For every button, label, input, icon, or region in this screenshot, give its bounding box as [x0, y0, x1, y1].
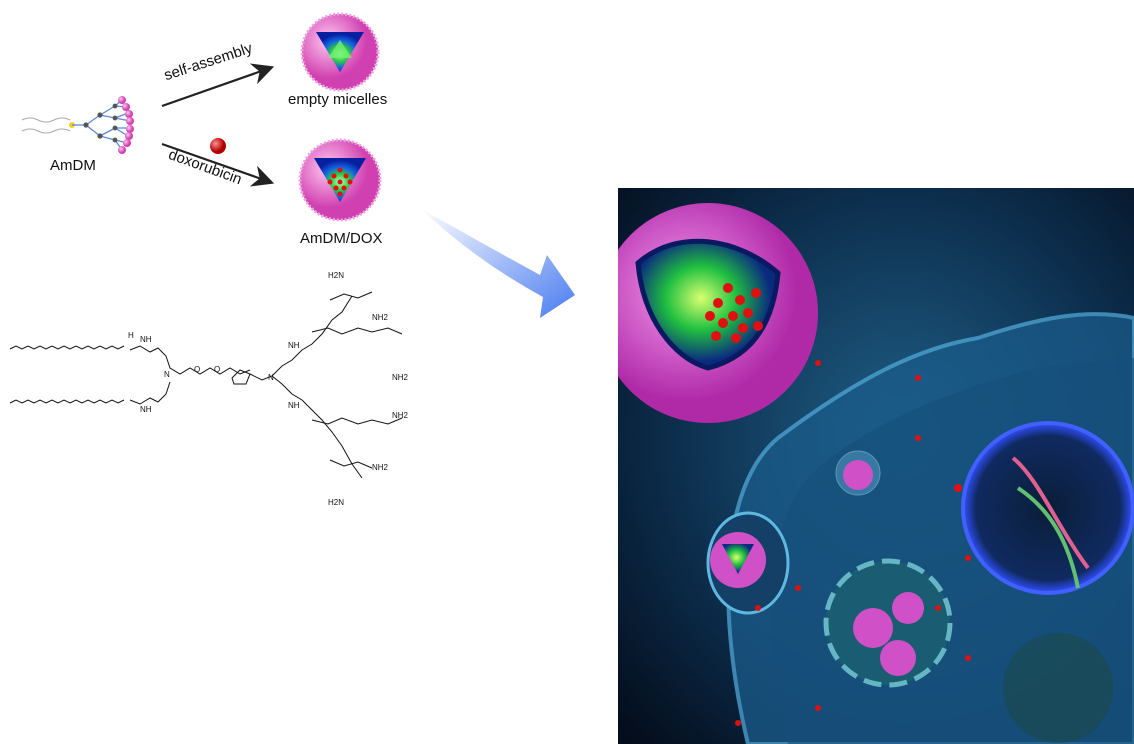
- amdm-dox-label: AmDM/DOX: [300, 230, 383, 247]
- atom-nh: NH: [140, 335, 152, 344]
- atom-n: N: [164, 370, 170, 379]
- atom-h2n: H2N: [328, 498, 344, 507]
- atom-nh2: NH2: [372, 463, 389, 472]
- amdm-chemical-structure: N O O N NH NH H NH NH H2N NH2 NH2 NH2 NH…: [9, 271, 409, 507]
- atom-h2n: H2N: [328, 271, 344, 280]
- amdm-molecule-icon: [21, 96, 134, 154]
- atom-o: O: [194, 365, 200, 374]
- atom-nh: NH: [288, 341, 300, 350]
- atom-nh2: NH2: [372, 313, 389, 322]
- dox-loaded-micelle-icon: [298, 138, 382, 222]
- transition-arrow-icon: [420, 208, 575, 318]
- assembly-scheme: [21, 12, 382, 222]
- doxorubicin-arrow: [161, 142, 275, 187]
- self-assembly-arrow: [161, 63, 275, 108]
- atom-nh: NH: [288, 401, 300, 410]
- amdm-label: AmDM: [50, 157, 96, 174]
- atom-nh2: NH2: [392, 411, 409, 420]
- doxorubicin-icon: [210, 138, 226, 154]
- empty-micelles-label: empty micelles: [288, 91, 388, 108]
- atom-nh2: NH2: [392, 373, 409, 382]
- cell-uptake-illustration: [618, 188, 1134, 744]
- atom-h: H: [128, 331, 134, 340]
- atom-n: N: [268, 373, 274, 382]
- atom-nh: NH: [140, 405, 152, 414]
- empty-micelle-icon: [300, 12, 380, 92]
- atom-o: O: [214, 365, 220, 374]
